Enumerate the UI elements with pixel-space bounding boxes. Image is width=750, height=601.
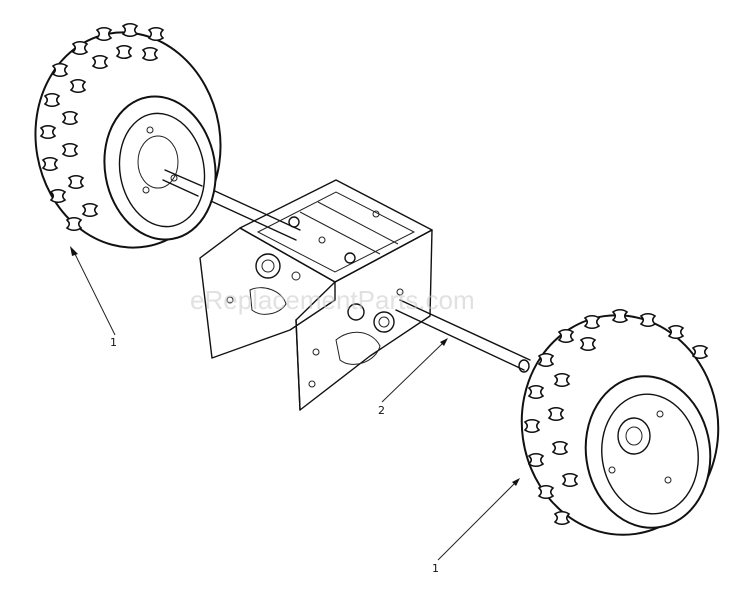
- callout-left-wheel: 1: [110, 336, 117, 349]
- frame-housing: [199, 179, 433, 411]
- watermark: eReplacementParts.com: [190, 285, 475, 315]
- callout-right-wheel: 1: [432, 562, 439, 575]
- callout-axle: 2: [378, 404, 385, 417]
- right-wheel: [520, 308, 720, 536]
- axle-shaft: [175, 174, 531, 373]
- left-wheel: [34, 22, 222, 249]
- leader-lines: [70, 246, 520, 561]
